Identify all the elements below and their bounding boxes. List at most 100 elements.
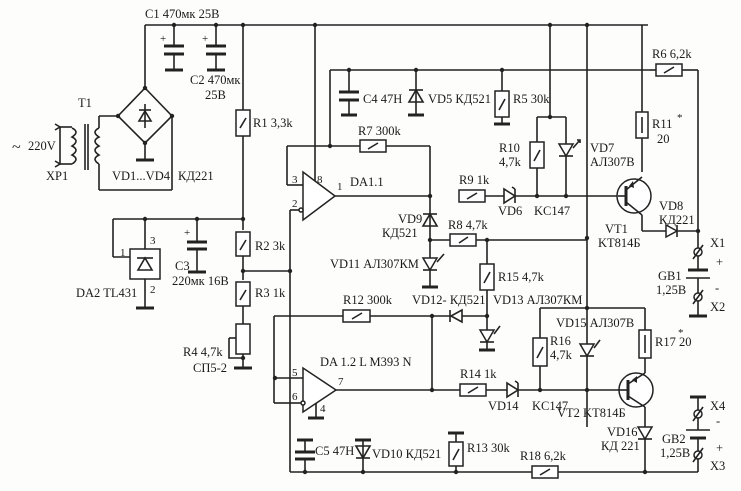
label-da1-2: DA 1.2 L M393 N xyxy=(320,355,412,369)
svg-text:3: 3 xyxy=(150,235,156,247)
label-220v: 220V xyxy=(28,139,56,153)
svg-text:2: 2 xyxy=(292,198,298,210)
svg-text:1: 1 xyxy=(120,247,126,259)
label-r6: R6 6,2k xyxy=(652,47,692,61)
label-r9: R9 1k xyxy=(459,173,490,187)
label-r17: R17 xyxy=(655,335,676,349)
label-bridge-type: КД221 xyxy=(178,169,214,183)
c4-vd5-row xyxy=(329,67,650,146)
label-c4: C4 47H xyxy=(363,92,402,106)
label-r14: R14 1k xyxy=(460,367,497,381)
label-r5: R5 30k xyxy=(513,92,550,106)
label-vd8: VD8 xyxy=(659,199,683,213)
terminal-x3[interactable]: X3 xyxy=(710,459,725,473)
label-da2: DA2 TL431 xyxy=(76,286,137,300)
svg-text:+: + xyxy=(202,33,208,45)
label-kc147-2: KC147 xyxy=(532,399,568,413)
label-bridge: VD1...VD4 xyxy=(112,169,171,183)
label-vd11: VD11 АЛ307КМ xyxy=(330,257,419,271)
label-vd7-type: АЛ307В xyxy=(590,155,635,169)
label-r15: R15 4,7k xyxy=(498,270,545,284)
label-t1: T1 xyxy=(78,96,92,110)
terminal-x4[interactable]: X4 xyxy=(710,399,726,413)
resistor-r6 xyxy=(650,63,699,231)
svg-text:+: + xyxy=(184,227,190,239)
label-vd16-type: КД 221 xyxy=(601,439,640,453)
svg-text:1: 1 xyxy=(337,181,343,193)
label-r8: R8 4,7k xyxy=(448,218,488,232)
label-r3: R3 1k xyxy=(255,286,286,300)
diode-bridge xyxy=(99,85,175,191)
transformer-t1 xyxy=(54,116,101,190)
label-vd6: VD6 xyxy=(498,204,522,218)
label-gb2-volt: 1,25В xyxy=(660,446,690,460)
label-r17-star: * xyxy=(678,327,684,339)
label-r11-val: 20 xyxy=(657,132,670,146)
label-c3-val: 220мк 16В xyxy=(172,274,229,288)
capacitor-c1: + xyxy=(160,22,184,72)
minus-sign-2: - xyxy=(716,414,720,428)
label-xp1[interactable]: XP1 xyxy=(46,169,68,183)
label-vd13: VD13 АЛ307КМ xyxy=(493,293,582,307)
svg-text:4: 4 xyxy=(320,403,326,415)
label-r1: R1 3,3k xyxy=(253,116,293,130)
label-r10-val: 4,7k xyxy=(499,155,522,169)
label-gb2: GB2 xyxy=(662,432,686,446)
bus-587 xyxy=(584,22,590,427)
label-c1: C1 470мк 25В xyxy=(145,7,219,21)
battery-gb2[interactable] xyxy=(686,395,710,472)
bottom-rail xyxy=(290,431,698,479)
label-r16: R16 xyxy=(550,334,571,348)
label-c3: C3 xyxy=(175,259,190,273)
capacitor-c2: + xyxy=(202,22,226,72)
label-r7: R7 300k xyxy=(358,124,401,138)
top-rail xyxy=(144,24,648,88)
label-r18: R18 6,2k xyxy=(520,449,567,463)
label-r16-val: 4,7k xyxy=(550,348,573,362)
label-r2: R2 3k xyxy=(255,239,286,253)
label-vd9-type: КД521 xyxy=(382,226,418,240)
battery-gb1[interactable] xyxy=(686,231,710,318)
label-da1-1: DA1.1 xyxy=(350,175,384,189)
label-gb1: GB1 xyxy=(658,269,682,283)
terminal-x1[interactable]: X1 xyxy=(710,236,725,250)
svg-text:8: 8 xyxy=(317,174,323,186)
plus-sign-1: + xyxy=(716,255,723,269)
resistor-r7 xyxy=(327,139,431,196)
divider-chain xyxy=(228,22,252,370)
label-c5: C5 47H xyxy=(315,444,354,458)
label-vt2: VT2 KT814Б xyxy=(557,406,626,420)
label-vd12: VD12- КД521 xyxy=(412,293,485,307)
middle-section xyxy=(421,196,587,316)
label-r4: R4 4,7k xyxy=(183,345,223,359)
label-cp5: СП5-2 xyxy=(193,361,227,375)
label-vt1: VT1 xyxy=(605,222,628,236)
reference-block: + 3 1 2 xyxy=(112,216,243,310)
label-gb1-volt: 1,25В xyxy=(656,283,686,297)
terminal-x2[interactable]: X2 xyxy=(710,300,725,314)
svg-text:7: 7 xyxy=(338,376,344,388)
comparator-da1-1: 3 8 2 1 xyxy=(243,22,430,472)
label-vd5: VD5 КД521 xyxy=(428,92,491,106)
label-kc147-1: KC147 xyxy=(534,204,570,218)
label-vt1-type: KT814Б xyxy=(598,236,641,250)
label-vd9: VD9 xyxy=(398,212,422,226)
plus-sign-2: + xyxy=(716,441,723,455)
comparator-da1-2: 5 6 7 4 xyxy=(272,366,460,420)
label-c2-volt: 25В xyxy=(205,88,226,102)
charge-indicator-1 xyxy=(427,22,618,205)
label-vd8-type: КД221 xyxy=(659,213,695,227)
label-vd10: VD10 КД521 xyxy=(372,447,441,461)
label-r11-star: * xyxy=(677,112,683,124)
label-r13: R13 30k xyxy=(467,441,510,455)
label-r17-val: 20 xyxy=(679,335,692,349)
minus-sign-1: - xyxy=(715,281,719,295)
svg-text:2: 2 xyxy=(150,284,156,296)
svg-text:+: + xyxy=(160,33,166,45)
transistor-vt1 xyxy=(616,25,701,239)
svg-text:3: 3 xyxy=(292,174,298,186)
svg-text:6: 6 xyxy=(292,391,298,403)
svg-text:5: 5 xyxy=(292,367,298,379)
r12-row xyxy=(273,308,501,404)
